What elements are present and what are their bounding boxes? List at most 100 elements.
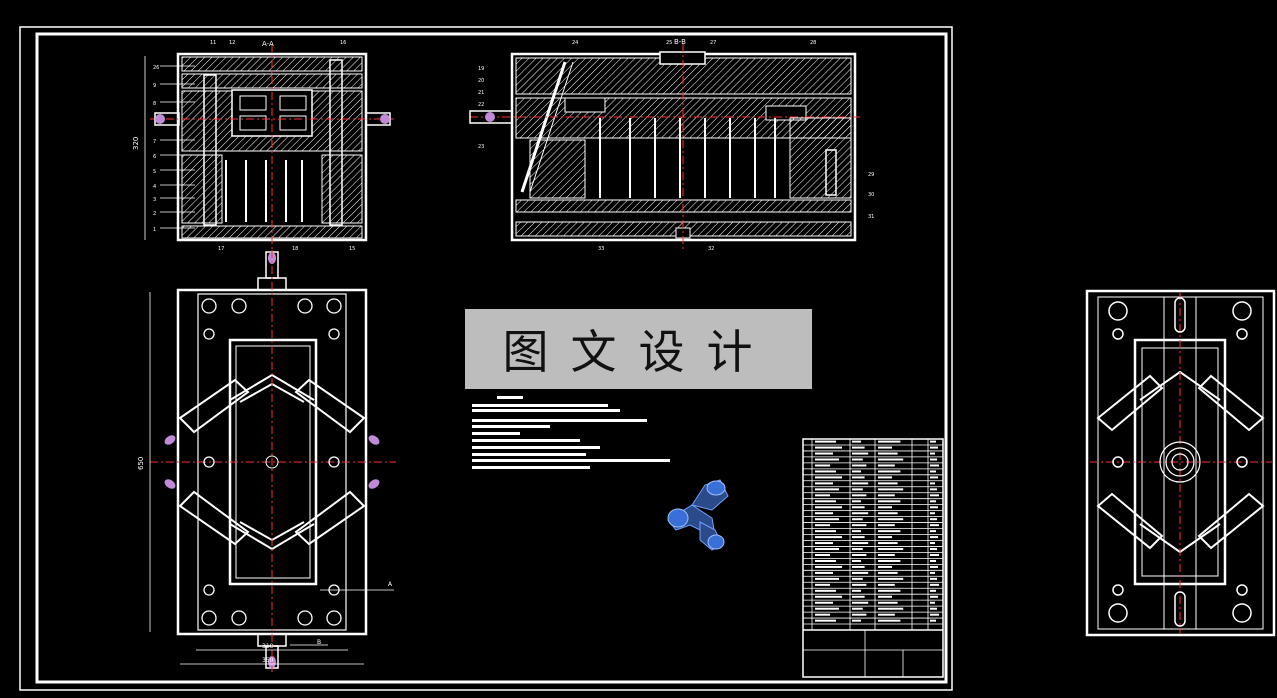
bom-cell-text: [852, 619, 861, 622]
bom-cell-text: [878, 446, 892, 449]
part-number: 5: [153, 169, 156, 175]
bom-cell-text: [852, 470, 861, 473]
bom-cell-text: [852, 464, 867, 467]
part-number: 9: [153, 83, 156, 89]
part-number: 27: [710, 40, 716, 46]
bom-cell-text: [815, 595, 842, 598]
bom-cell-text: [815, 577, 839, 580]
part-number: 33: [598, 246, 604, 252]
bom-cell-text: [815, 559, 836, 562]
bom-cell-text: [852, 601, 869, 604]
part-number: 12: [229, 40, 235, 46]
bom-cell-text: [878, 524, 895, 527]
part-number: 15: [349, 246, 355, 252]
bom-cell-text: [930, 542, 935, 545]
bom-cell-text: [930, 452, 935, 455]
bom-cell-text: [930, 536, 938, 539]
plan-height-dimension: 650: [137, 457, 145, 470]
top-view-section: 320 A-A: [132, 40, 394, 250]
bom-cell-text: [878, 565, 892, 568]
bom-cell-text: [930, 613, 939, 616]
bom-cell-text: [878, 542, 898, 545]
bom-cell-text: [930, 589, 936, 592]
part-number: 8: [153, 101, 156, 107]
bom-cell-text: [852, 440, 861, 443]
part-number: 25: [666, 40, 672, 46]
bom-cell-text: [878, 583, 895, 586]
section-title-b: B-B: [674, 38, 686, 46]
bom-cell-text: [930, 571, 935, 574]
bom-cell-text: [815, 565, 842, 568]
part-number: 24: [572, 40, 578, 46]
part-number: 16: [340, 40, 346, 46]
top-height-dimension: 320: [132, 137, 140, 150]
bom-cell-text: [878, 619, 901, 622]
bom-cell-text: [878, 440, 901, 443]
bom-cell-text: [930, 577, 937, 580]
bom-cell-text: [815, 613, 830, 616]
bom-cell-text: [930, 500, 936, 503]
bom-cell-text: [852, 607, 863, 610]
part-number: 3: [153, 197, 156, 203]
bom-cell-text: [815, 464, 830, 467]
part-number: 32: [708, 246, 714, 252]
bom-cell-text: [878, 589, 901, 592]
bom-cell-text: [878, 482, 898, 485]
bom-cell-text: [852, 482, 869, 485]
bom-cell-text: [815, 458, 839, 461]
bom-cell-text: [878, 613, 895, 616]
bom-cell-text: [930, 530, 936, 533]
part-number: 19: [478, 66, 484, 72]
bom-cell-text: [878, 530, 901, 533]
bom-cell-text: [878, 607, 904, 610]
side-view-part-numbers: 19 20 21 22 23 24 25 27 28 29 30 31 33 3…: [478, 40, 874, 252]
bom-cell-text: [852, 518, 863, 521]
bom-cell-text: [878, 577, 904, 580]
bom-cell-text: [815, 476, 842, 479]
bom-cell-text: [930, 619, 936, 622]
bom-cell-text: [878, 601, 898, 604]
bom-cell-text: [815, 452, 833, 455]
bom-cell-text: [930, 512, 935, 515]
side-view-section: B-B: [469, 38, 860, 250]
bom-cell-text: [930, 464, 939, 467]
bill-of-materials: [802, 438, 944, 678]
bom-cell-text: [815, 554, 830, 557]
bom-cell-text: [815, 494, 830, 497]
part-number: 7: [153, 139, 156, 145]
watermark-text: 图文设计: [502, 325, 775, 379]
part-number: 30: [868, 192, 874, 198]
bom-cell-text: [852, 589, 861, 592]
top-view-part-numbers-left: 26 9 8 7 6 5 4 3 2 1 11 12 16 17 18 15: [153, 40, 355, 252]
bom-cell-text: [878, 571, 898, 574]
bom-cell-text: [930, 476, 938, 479]
bom-cell-text: [815, 524, 830, 527]
bom-cell-text: [815, 601, 833, 604]
section-marker-b: B: [317, 639, 321, 646]
bom-cell-text: [878, 494, 895, 497]
bom-cell-text: [815, 482, 833, 485]
sheet-outer-border: [19, 26, 953, 691]
bom-cell-text: [878, 452, 898, 455]
watermark-banner: 图文设计: [465, 309, 812, 389]
part-number: 20: [478, 78, 484, 84]
bom-cell-text: [878, 488, 904, 491]
bom-cell-text: [878, 548, 904, 551]
bom-cell-text: [815, 607, 839, 610]
bom-cell-text: [878, 518, 904, 521]
bom-cell-text: [815, 506, 842, 509]
bom-cell-text: [930, 482, 935, 485]
part-number: 11: [210, 40, 216, 46]
bom-cell-text: [815, 583, 830, 586]
section-marker-a: A: [388, 581, 393, 588]
bom-cell-text: [815, 542, 833, 545]
part-number: 2: [153, 211, 156, 217]
plan-outer-width-dimension: 350: [262, 657, 274, 664]
part-number: 1: [153, 227, 156, 233]
bom-cell-text: [815, 512, 833, 515]
bom-cell-text: [852, 559, 861, 562]
part-number: 22: [478, 102, 484, 108]
bom-cell-text: [930, 607, 937, 610]
part-number: 29: [868, 172, 874, 178]
bom-cell-text: [815, 536, 842, 539]
